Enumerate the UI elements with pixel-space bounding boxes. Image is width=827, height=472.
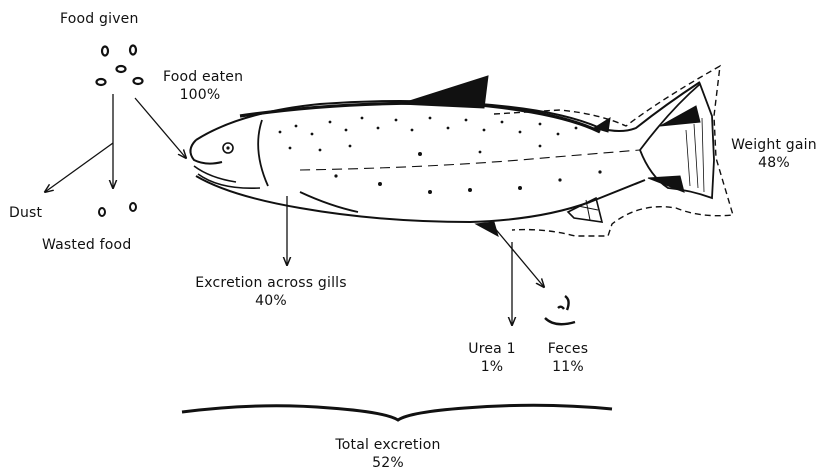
weight-gain-outline [494, 66, 733, 236]
arrow-feces [493, 226, 544, 287]
fish-spots [279, 117, 602, 194]
fish-drawing [190, 76, 714, 236]
dust-label: Dust [9, 204, 42, 222]
weight-gain-percent: 48% [726, 154, 822, 172]
arrow-to-dust [45, 143, 113, 192]
arrow-to-mouth [135, 98, 186, 158]
wasted-food-label: Wasted food [42, 236, 131, 254]
feces-group: Feces 11% [538, 340, 598, 376]
gills-group: Excretion across gills 40% [180, 274, 362, 310]
gills-label: Excretion across gills [180, 274, 362, 292]
feces-drawing [545, 296, 575, 324]
gills-percent: 40% [180, 292, 362, 310]
food-eaten-label: Food eaten [163, 68, 237, 86]
food-eaten-percent: 100% [163, 86, 237, 104]
weight-gain-label: Weight gain [726, 136, 822, 154]
urea-percent: 1% [462, 358, 522, 376]
urea-label: Urea 1 [462, 340, 522, 358]
food-given-label: Food given [60, 10, 139, 28]
wasted-food-pellets [99, 203, 136, 216]
total-excretion-percent: 52% [318, 454, 458, 472]
food-pellets [97, 46, 143, 86]
feces-percent: 11% [538, 358, 598, 376]
total-excretion-brace [182, 405, 612, 420]
food-eaten-group: Food eaten 100% [163, 68, 237, 104]
feces-label: Feces [538, 340, 598, 358]
total-excretion-group: Total excretion 52% [318, 436, 458, 472]
urea-group: Urea 1 1% [462, 340, 522, 376]
weight-gain-group: Weight gain 48% [726, 136, 822, 172]
total-excretion-label: Total excretion [318, 436, 458, 454]
